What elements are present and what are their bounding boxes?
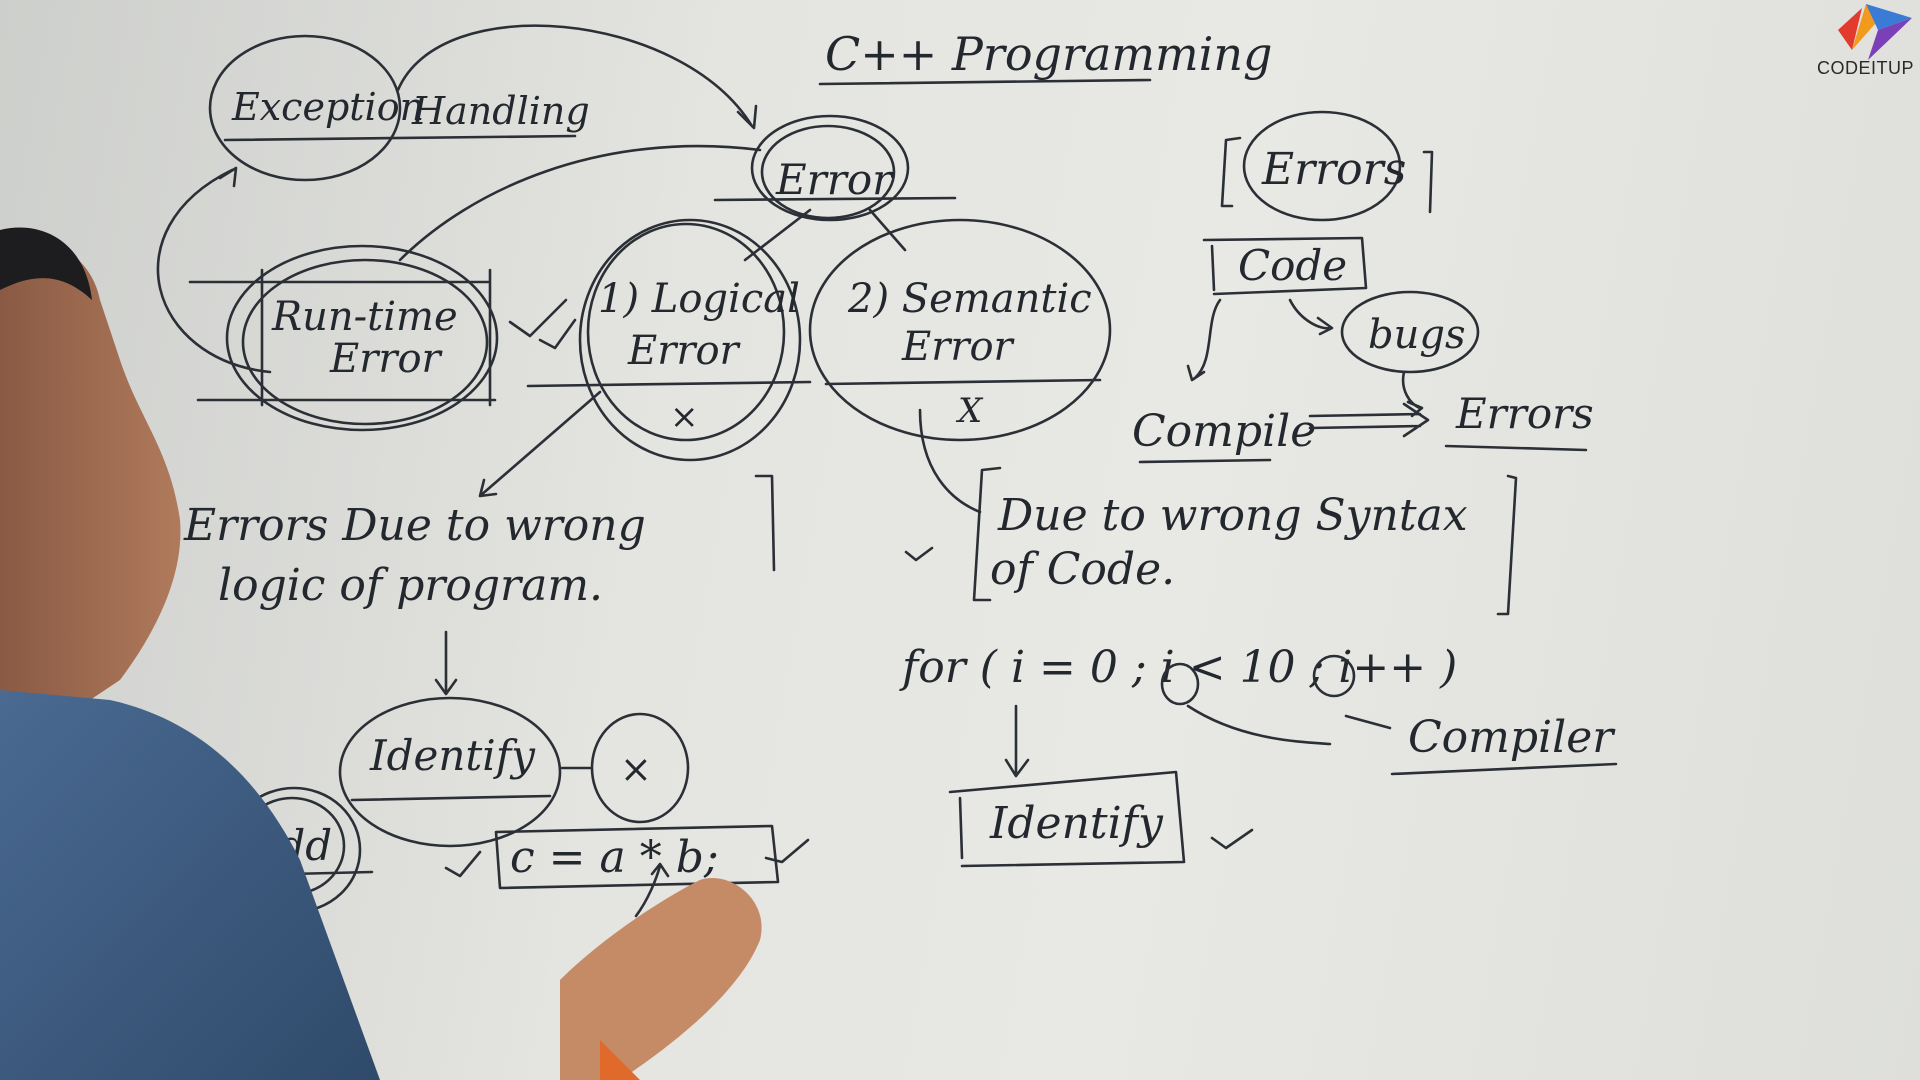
brand-name: CODEITUP xyxy=(1816,58,1914,78)
arrow-desc-to-identify xyxy=(434,630,458,696)
exception-label: Exception xyxy=(231,85,424,129)
pointer-arrow xyxy=(634,862,670,918)
identify-left-circle xyxy=(338,696,562,848)
arrow-semantic-to-desc xyxy=(918,408,982,514)
compile-label: Compile xyxy=(1132,406,1316,457)
bugs-circle xyxy=(1340,290,1480,374)
semantic-cross: X xyxy=(955,391,984,431)
bugs-label: bugs xyxy=(1368,312,1466,358)
errors-right-label: Errors xyxy=(1455,389,1594,438)
compile-underline xyxy=(1138,458,1272,464)
error-circle xyxy=(750,114,910,222)
cross-circle xyxy=(590,712,690,824)
code-label: Code xyxy=(1238,241,1347,290)
semicolon-circle xyxy=(1160,662,1200,706)
error-label: Error xyxy=(775,155,895,204)
presenter-face xyxy=(0,237,181,720)
logical-label-2: Error xyxy=(627,328,742,374)
presenter-hair xyxy=(0,227,92,300)
identify-left-label: Identify xyxy=(369,731,536,780)
errors-brackets xyxy=(1220,136,1434,214)
handling-label: Handling xyxy=(411,89,590,133)
logical-circle xyxy=(578,218,802,462)
semantic-label-2: Error xyxy=(901,324,1016,370)
link-error-logical xyxy=(743,208,812,262)
semantic-circle xyxy=(808,218,1112,442)
arrow-runtime-to-exception xyxy=(156,168,272,374)
cross-circle-label: × xyxy=(620,747,652,791)
semantic-label-1: 2) Semantic xyxy=(847,276,1092,322)
logical-desc-1: Errors Due to wrong xyxy=(183,500,646,551)
semantic-desc-bracket-right xyxy=(1496,474,1518,616)
runtime-circle-inner xyxy=(241,258,489,426)
for-loop-code: for ( i = 0 ; i < 10 ; i++ ) xyxy=(899,642,1457,693)
check-mark xyxy=(764,838,810,864)
semantic-desc-2: of Code. xyxy=(990,544,1175,595)
code-box xyxy=(1202,236,1368,296)
runtime-label-2: Error xyxy=(329,336,444,382)
arrow-logical-to-desc xyxy=(478,390,602,498)
errors-label: Errors xyxy=(1261,144,1406,195)
exception-circle xyxy=(208,34,402,182)
logical-cross: × xyxy=(670,397,699,437)
error-circle-inner xyxy=(760,124,896,220)
link-error-semantic xyxy=(868,208,907,252)
logical-underline xyxy=(526,380,812,388)
title-underline xyxy=(818,78,1152,86)
exception-underline xyxy=(223,134,577,142)
link-error-runtime xyxy=(398,144,762,262)
presenter-shirt xyxy=(0,690,380,1080)
semantic-desc-bracket-left xyxy=(972,466,1002,602)
errors-right-underline xyxy=(1444,444,1588,452)
logical-label-1: 1) Logical xyxy=(598,276,800,322)
arrow-compile-to-errors xyxy=(1308,402,1430,438)
check-mark xyxy=(444,850,482,878)
presenter xyxy=(0,227,762,1080)
wristband xyxy=(600,1040,640,1080)
identify-right-label: Identify xyxy=(989,798,1164,849)
compiler-underline xyxy=(1390,762,1618,776)
expression-box xyxy=(494,824,780,890)
expression-label: c = a * b; xyxy=(510,832,719,883)
check-mark xyxy=(904,546,934,562)
identify-right-box xyxy=(948,770,1186,868)
runtime-label-1: Run-time xyxy=(271,294,458,340)
logical-circle-inner xyxy=(586,222,786,442)
compiler-link xyxy=(1186,704,1332,746)
arrow-for-to-identify xyxy=(1004,704,1030,778)
compiler-link xyxy=(1344,714,1392,730)
board-title: C++ Programming xyxy=(825,27,1272,81)
semicolon-circle xyxy=(1312,654,1356,698)
logical-desc-2: logic of program. xyxy=(218,560,603,611)
presenter-hand xyxy=(560,878,762,1080)
errors-circle xyxy=(1242,110,1402,222)
check-mark xyxy=(1210,828,1254,850)
check-mark xyxy=(508,298,568,338)
compiler-label: Compiler xyxy=(1408,712,1616,763)
arrowhead xyxy=(736,104,758,130)
arrow-code-to-bugs xyxy=(1288,298,1334,336)
runtime-box xyxy=(188,268,497,407)
check-mark xyxy=(538,318,577,350)
runtime-circle xyxy=(225,244,499,432)
identify-left-underline xyxy=(350,794,552,802)
arrowhead xyxy=(218,166,238,188)
arrow-code-to-compile xyxy=(1186,298,1222,382)
logical-desc-bracket xyxy=(754,474,776,572)
semantic-desc-1: Due to wrong Syntax xyxy=(997,490,1468,541)
arrow-handling-to-error xyxy=(396,24,754,128)
error-underline xyxy=(713,196,957,202)
semantic-underline xyxy=(824,378,1102,386)
